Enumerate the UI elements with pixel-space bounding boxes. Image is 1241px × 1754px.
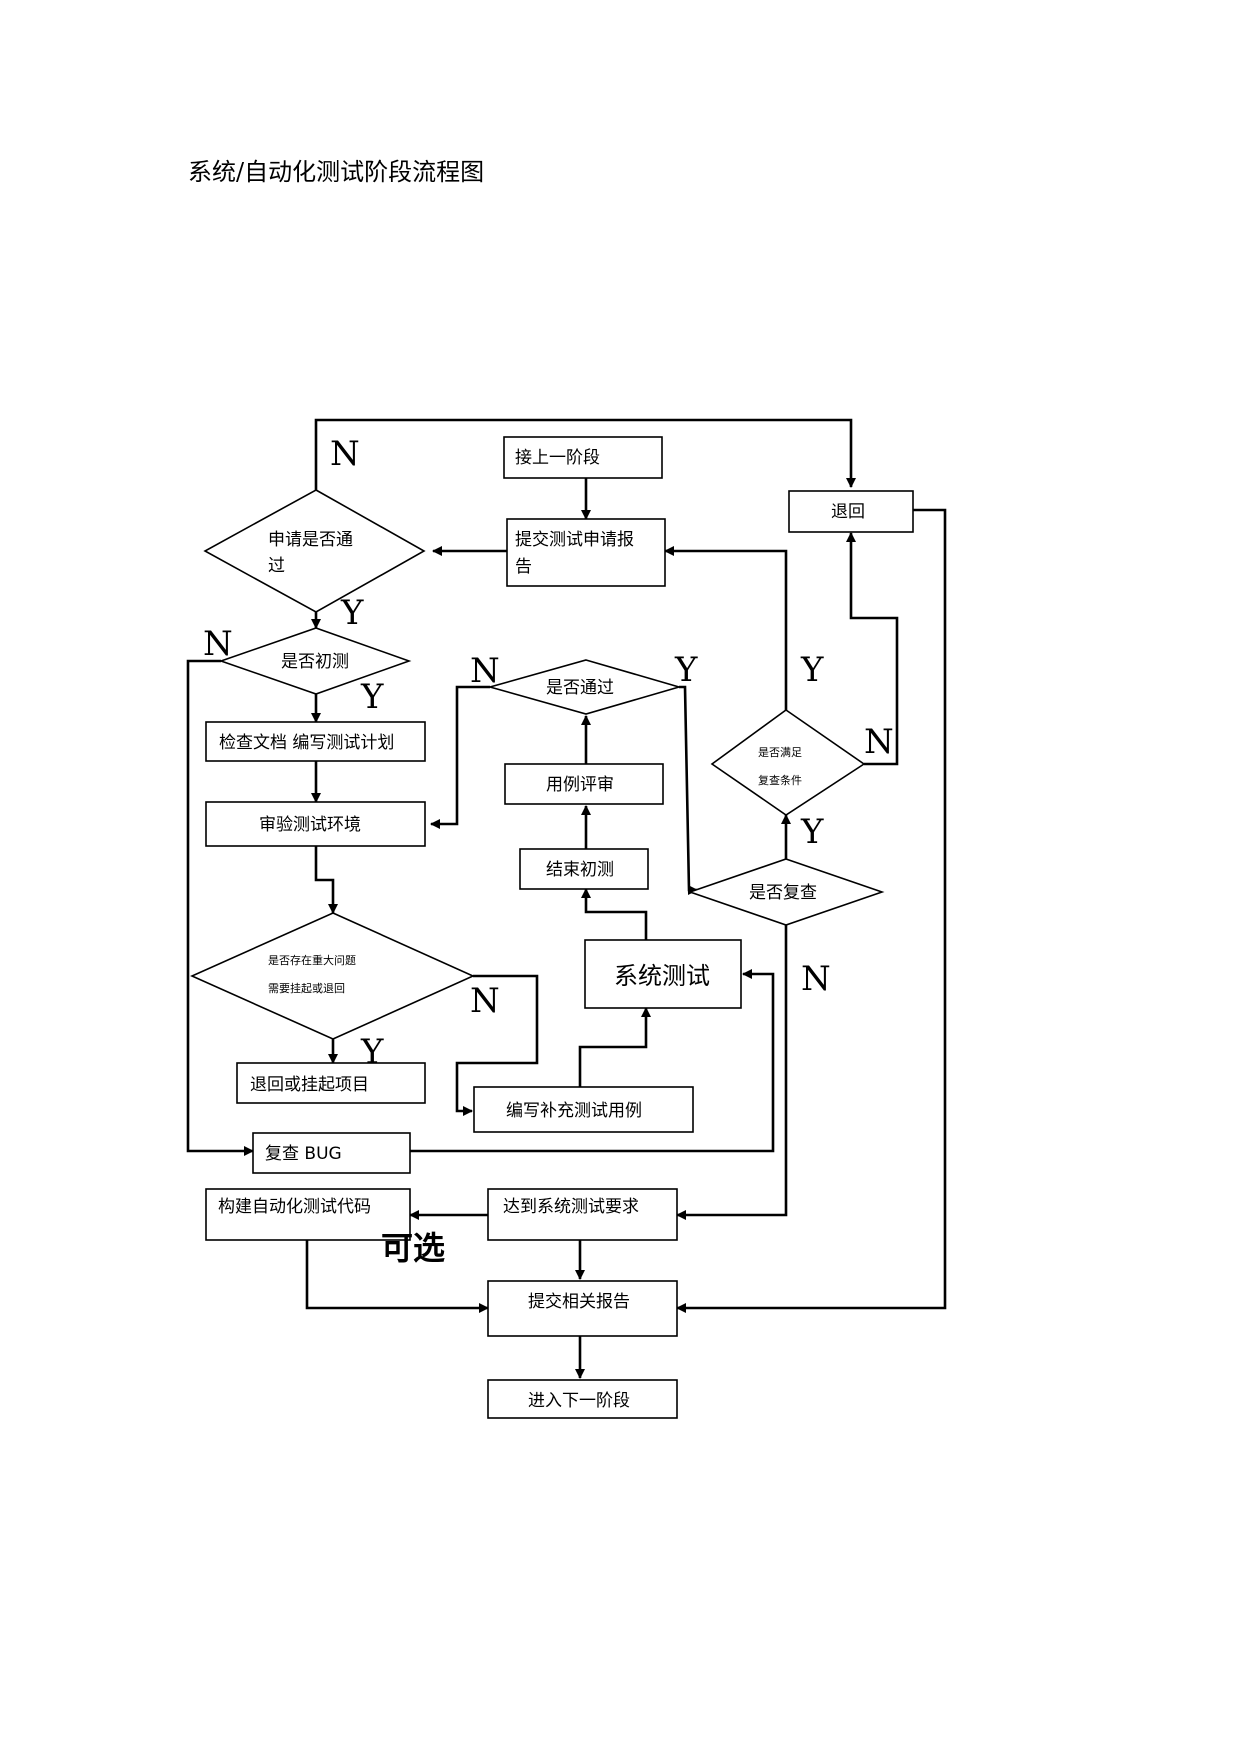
node-label: 是否通过: [546, 678, 614, 698]
node-label: 结束初测: [546, 860, 614, 880]
node-receive-prev-stage: 接上一阶段: [503, 436, 663, 479]
branch-labels: N Y N Y N Y Y N Y N Y N: [203, 434, 894, 1072]
node-end-initial-test: 结束初测: [519, 848, 649, 890]
arrow-passed-yes-to-is-retest: [679, 685, 698, 895]
arrow-build-to-reports: [305, 1240, 489, 1313]
node-label: 退回或挂起项目: [250, 1075, 369, 1095]
node-label: 申请是否通: [268, 530, 353, 550]
node-label: 提交相关报告: [528, 1292, 630, 1312]
branch-label-yes: Y: [674, 650, 698, 690]
node-is-initial-test: 是否初测: [218, 627, 412, 695]
arrow-system-to-end: [581, 888, 648, 940]
arrow-is-retest-no-to-reach: [676, 922, 788, 1220]
node-label: 告: [515, 557, 532, 577]
node-write-cases: 编写补充测试用例: [473, 1086, 694, 1133]
node-system-test: 系统测试: [584, 939, 742, 1009]
node-label: 审验测试环境: [259, 815, 361, 835]
branch-label-no: N: [470, 651, 500, 691]
node-retest-bug: 复查 BUG: [252, 1132, 411, 1174]
branch-label-no: N: [801, 959, 831, 999]
node-label: 是否初测: [281, 652, 349, 672]
arrow-passed-no-to-env: [430, 685, 490, 829]
node-check-docs-plan: 检查文档 编写测试计划: [205, 721, 426, 762]
node-meets-retest-conditions: 是否满足 复查条件: [710, 709, 866, 816]
node-passed: 是否通过: [487, 659, 682, 715]
node-reach-requirements: 达到系统测试要求: [487, 1188, 678, 1241]
node-case-review: 用例评审: [504, 763, 664, 805]
page-title: 系统/自动化测试阶段流程图: [188, 158, 485, 186]
branch-label-no: N: [330, 434, 360, 474]
node-label: 用例评审: [546, 775, 614, 795]
node-request-approved: 申请是否通 过: [203, 489, 426, 613]
node-return-or-suspend: 退回或挂起项目: [236, 1062, 426, 1104]
connectors: [186, 418, 947, 1379]
node-review-env: 审验测试环境: [205, 801, 426, 847]
node-label: 达到系统测试要求: [503, 1197, 639, 1217]
branch-label-no: N: [203, 624, 233, 664]
node-label: 是否满足: [758, 746, 802, 759]
node-label: 系统测试: [614, 962, 710, 990]
arrow-meets-yes-to-submit: [664, 546, 788, 710]
node-major-issue: 是否存在重大问题 需要挂起或退回: [190, 912, 475, 1040]
node-is-retest: 是否复查: [687, 858, 885, 926]
node-label: 进入下一阶段: [528, 1391, 630, 1411]
node-label: 是否复查: [749, 883, 817, 903]
branch-label-no: N: [470, 981, 500, 1021]
arrow-write-to-system: [578, 1007, 651, 1087]
line-initial-no-to-retest: [186, 659, 254, 1156]
node-label: 检查文档 编写测试计划: [219, 733, 394, 753]
node-label: 需要挂起或退回: [268, 981, 345, 995]
branch-label-yes: Y: [360, 1032, 384, 1072]
node-label: 是否存在重大问题: [268, 953, 356, 967]
node-label: 复查 BUG: [265, 1144, 342, 1164]
arrow-review-to-major: [314, 846, 338, 914]
node-label: 过: [268, 556, 285, 576]
node-rollback: 退回: [788, 490, 914, 533]
branch-label-yes: Y: [800, 812, 824, 852]
node-label: 接上一阶段: [515, 448, 600, 468]
branch-label-no: N: [864, 722, 894, 762]
node-submit-request: 提交测试申请报 告: [506, 518, 666, 587]
branch-label-yes: Y: [340, 593, 364, 633]
branch-label-yes: Y: [360, 677, 384, 717]
arrow-rollback-to-reports: [676, 508, 947, 1313]
arrow-retest-to-system: [410, 969, 775, 1153]
node-submit-reports: 提交相关报告: [487, 1280, 678, 1337]
node-label: 提交测试申请报: [515, 530, 634, 550]
node-label: 退回: [831, 502, 865, 522]
arrow-major-no-to-write: [455, 974, 539, 1116]
node-label: 复查条件: [758, 773, 802, 787]
node-build-automation: 构建自动化测试代码: [205, 1188, 411, 1241]
arrow-approve-no-to-rollback: [314, 418, 856, 490]
arrow-meets-no-to-rollback: [846, 532, 899, 766]
optional-label: 可选: [381, 1229, 445, 1267]
branch-label-yes: Y: [800, 650, 824, 690]
node-next-stage: 进入下一阶段: [487, 1379, 678, 1419]
node-label: 构建自动化测试代码: [218, 1197, 371, 1217]
node-label: 编写补充测试用例: [506, 1101, 642, 1121]
